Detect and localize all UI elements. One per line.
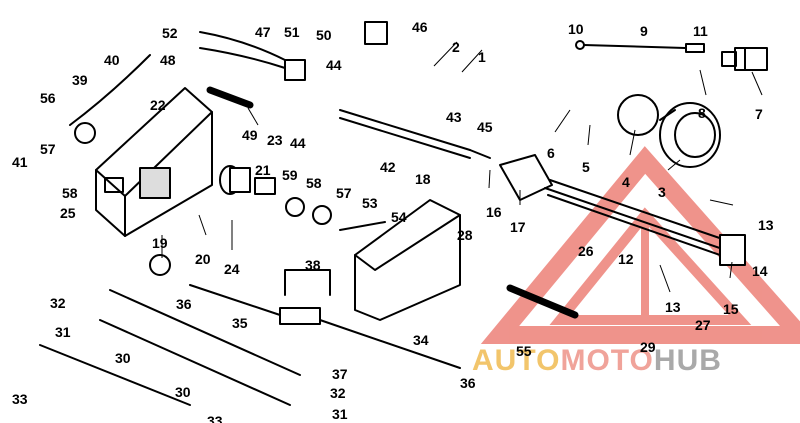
wire-lead-part: [575, 40, 705, 53]
callout-label: 13: [665, 299, 681, 315]
callout-label: 39: [72, 72, 88, 88]
callout-label: 19: [152, 235, 168, 251]
watermark-moto: MOTO: [560, 344, 653, 377]
callout-label: 6: [547, 145, 555, 161]
callout-label: 16: [486, 204, 502, 220]
rod-part: [206, 86, 254, 109]
sleeve-part: [506, 284, 579, 319]
callout-label: 57: [336, 185, 352, 201]
callout-label: 32: [330, 385, 346, 401]
callout-label: 17: [510, 219, 526, 235]
washer-part: [285, 197, 305, 217]
callout-label: 30: [175, 384, 191, 400]
callout-label: 36: [176, 296, 192, 312]
callout-label: 24: [224, 261, 240, 277]
watermark-auto: AUTO: [472, 344, 560, 377]
callout-label: 2: [452, 39, 460, 55]
gauge-part: [659, 102, 721, 168]
callout-label: 33: [207, 413, 223, 423]
callout-label: 53: [362, 195, 378, 211]
retaining-ring-part: [617, 94, 659, 136]
callout-label: 9: [640, 23, 648, 39]
callout-label: 13: [758, 217, 774, 233]
wiring-plug-part: [499, 154, 741, 263]
callout-label: 44: [290, 135, 306, 151]
callout-label: 20: [195, 251, 211, 267]
socket-part: [721, 47, 768, 71]
callout-label: 15: [723, 301, 739, 317]
bolt-part: [339, 221, 386, 231]
callout-label: 45: [477, 119, 493, 135]
callout-label: 8: [698, 105, 706, 121]
callout-label: 58: [62, 185, 78, 201]
callout-label: 23: [267, 132, 283, 148]
connector-part: [719, 234, 746, 266]
callout-label: 50: [316, 27, 332, 43]
callout-label: 36: [460, 375, 476, 391]
washer-part: [74, 122, 96, 144]
callout-label: 48: [160, 52, 176, 68]
callout-label: 37: [332, 366, 348, 382]
relay-part: [199, 31, 306, 81]
callout-label: 58: [306, 175, 322, 191]
callout-label: 44: [326, 57, 342, 73]
callout-label: 18: [415, 171, 431, 187]
callout-label: 26: [578, 243, 594, 259]
callout-label: 51: [284, 24, 300, 40]
relay-small-part: [364, 21, 388, 45]
callout-label: 10: [568, 21, 584, 37]
callout-label: 33: [12, 391, 28, 407]
callout-label: 35: [232, 315, 248, 331]
callout-label: 52: [162, 25, 178, 41]
callout-label: 31: [332, 406, 348, 422]
callout-label: 38: [305, 257, 321, 273]
callout-label: 47: [255, 24, 271, 40]
callout-label: 12: [618, 251, 634, 267]
callout-label: 30: [115, 350, 131, 366]
callout-label: 4: [622, 174, 630, 190]
callout-label: 42: [380, 159, 396, 175]
coil-part: [219, 165, 276, 195]
control-box-part: [95, 87, 213, 237]
callout-label: 34: [413, 332, 429, 348]
callout-label: 43: [446, 109, 462, 125]
harness-part: [339, 109, 491, 159]
callout-label: 1: [478, 49, 486, 65]
washer-part: [312, 205, 332, 225]
callout-label: 22: [150, 97, 166, 113]
callout-label: 28: [457, 227, 473, 243]
watermark-text: AUTOMOTOHUB: [472, 344, 722, 377]
callout-label: 31: [55, 324, 71, 340]
callout-label: 54: [391, 209, 407, 225]
clamp-part: [149, 254, 171, 276]
callout-label: 25: [60, 205, 76, 221]
ground-strap-part: [69, 54, 151, 126]
callout-label: 32: [50, 295, 66, 311]
callout-label: 59: [282, 167, 298, 183]
bracket-part: [284, 269, 331, 296]
cable-assembly-part: [189, 284, 461, 369]
callout-label: 49: [242, 127, 258, 143]
watermark-hub: HUB: [654, 344, 722, 377]
leader-lines: [161, 41, 763, 293]
callout-label: 41: [12, 154, 28, 170]
callout-label: 27: [695, 317, 711, 333]
battery-cable-part: [39, 289, 301, 406]
callout-label: 56: [40, 90, 56, 106]
callout-label: 21: [255, 162, 271, 178]
callout-label: 29: [640, 339, 656, 355]
callout-label: 57: [40, 141, 56, 157]
callout-label: 5: [582, 159, 590, 175]
callout-label: 11: [693, 23, 708, 39]
callout-label: 7: [755, 106, 763, 122]
callout-label: 14: [752, 263, 768, 279]
callout-label: 40: [104, 52, 120, 68]
callout-label: 55: [516, 343, 532, 359]
cover-plate-part: [354, 199, 461, 321]
callout-label: 46: [412, 19, 428, 35]
callout-label: 3: [658, 184, 666, 200]
